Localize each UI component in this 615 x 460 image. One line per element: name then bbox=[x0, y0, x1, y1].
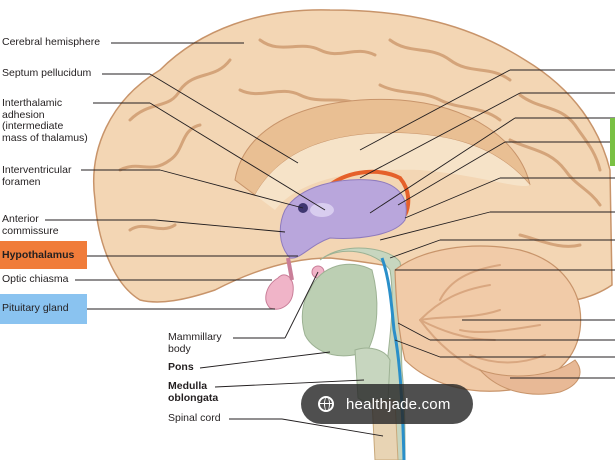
arbor-vitae bbox=[419, 264, 546, 371]
globe-icon bbox=[318, 396, 334, 412]
label-septum-pellucidum: Septum pellucidum bbox=[2, 67, 92, 79]
septum-region bbox=[255, 132, 530, 210]
label-hypothalamus: Hypothalamus bbox=[2, 249, 75, 261]
infundibulum bbox=[286, 257, 294, 281]
pituitary-gland bbox=[265, 274, 294, 310]
cerebellum bbox=[394, 245, 582, 392]
interthalamic-adhesion bbox=[310, 203, 334, 217]
watermark-text: healthjade.com bbox=[346, 395, 451, 413]
label-interthalamic-adhesion: Interthalamic adhesion (intermediate mas… bbox=[2, 97, 88, 144]
fornix bbox=[328, 169, 411, 216]
label-pituitary-gland: Pituitary gland bbox=[2, 302, 69, 314]
pons bbox=[301, 263, 378, 357]
label-cerebral-hemisphere: Cerebral hemisphere bbox=[2, 36, 101, 48]
gyri bbox=[118, 38, 602, 248]
pituitary-highlight bbox=[0, 294, 87, 324]
hypothalamus-highlight bbox=[0, 241, 87, 269]
leader-lines bbox=[45, 42, 615, 437]
label-medulla-oblongata: Medulla oblongata bbox=[168, 380, 219, 404]
label-anterior-commissure: Anterior commissure bbox=[2, 213, 59, 237]
label-optic-chiasma: Optic chiasma bbox=[2, 273, 69, 285]
label-mammillary-body: Mammillary body bbox=[168, 331, 222, 355]
edge-highlight bbox=[610, 118, 615, 166]
label-spinal-cord: Spinal cord bbox=[168, 412, 221, 424]
watermark-badge[interactable]: healthjade.com bbox=[301, 384, 473, 424]
cerebellum-lower bbox=[478, 359, 581, 395]
label-pons: Pons bbox=[168, 361, 194, 373]
label-interventricular-foramen: Interventricular foramen bbox=[2, 164, 72, 188]
